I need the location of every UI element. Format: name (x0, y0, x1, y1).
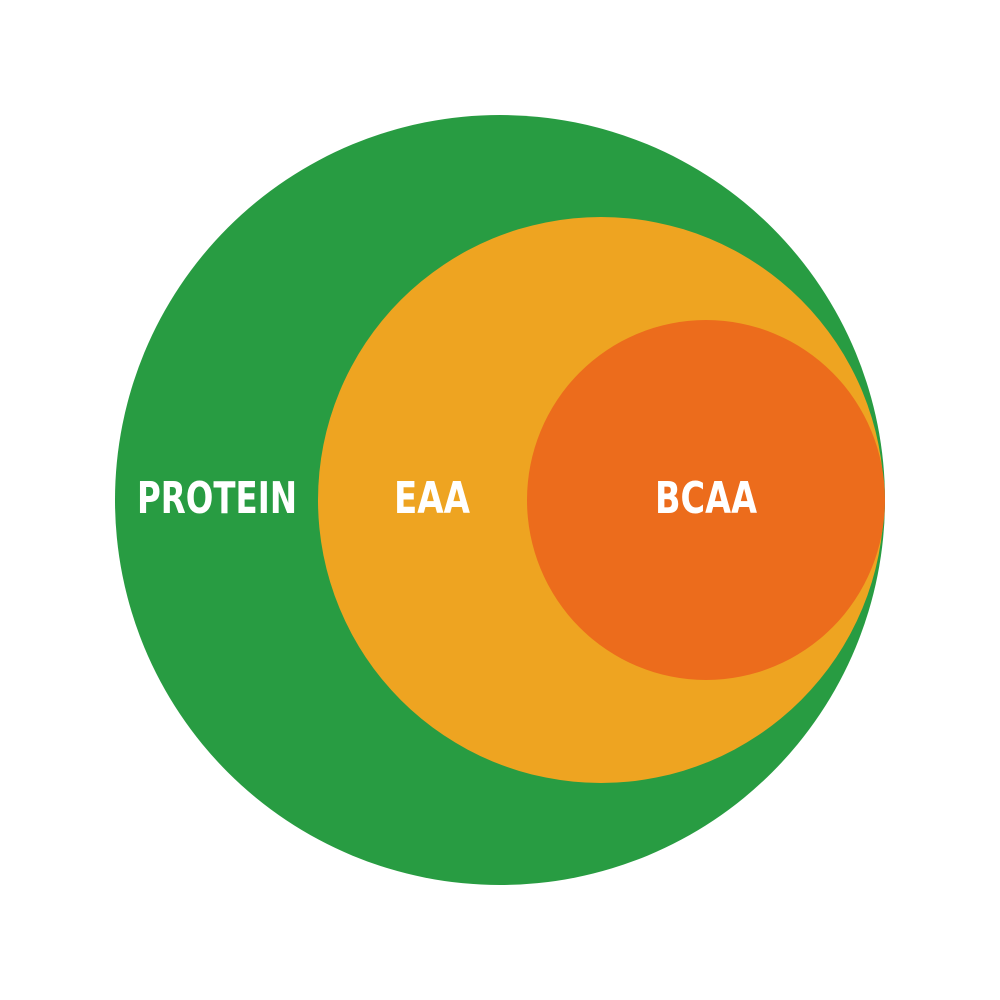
bcaa-label: BCAA (655, 473, 757, 524)
bcaa-circle (527, 320, 885, 680)
eaa-label: EAA (394, 473, 470, 524)
protein-label: PROTEIN (137, 473, 297, 524)
